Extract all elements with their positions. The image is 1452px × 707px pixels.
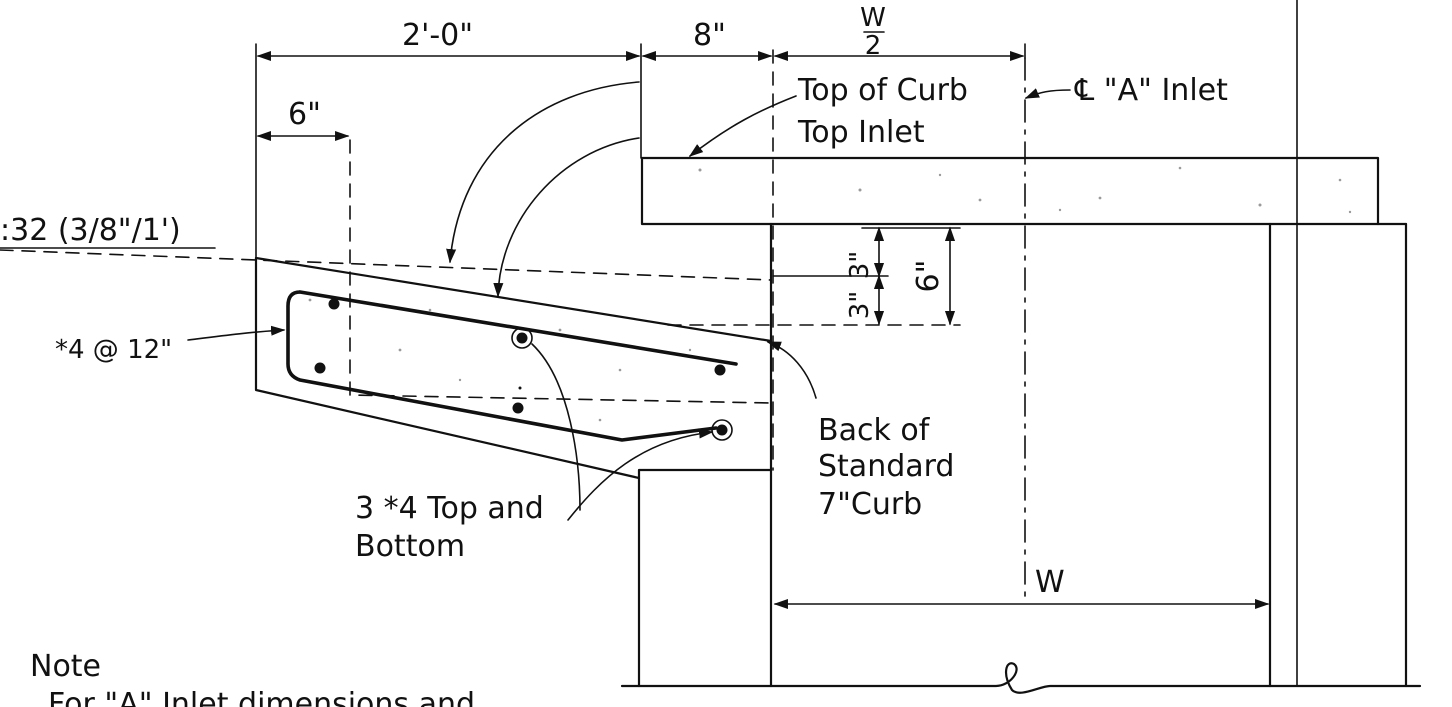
inlet-top-slab — [640, 156, 1408, 226]
top-bottom-bars-label-1: 3 *4 Top and — [355, 491, 544, 526]
back-of-curb-label-1: Back of — [818, 413, 931, 448]
dim-label-half-w-den: 2 — [865, 31, 882, 61]
inlet-walls — [637, 0, 1408, 688]
note-title: Note — [30, 649, 101, 684]
top-of-curb-label: Top of Curb — [797, 73, 968, 108]
dim-top-row — [255, 43, 1026, 259]
dim-label-8in: 8" — [693, 18, 726, 53]
concrete-texture — [308, 166, 1352, 422]
dim-vertical-3-3-6 — [772, 226, 961, 326]
dim-label-3in-lower: 3" — [845, 291, 875, 320]
note-text: For "A" Inlet dimensions and — [48, 687, 475, 707]
rebar-stirrup — [286, 290, 738, 442]
centerline-inlet-label: ℄ "A" Inlet — [1074, 73, 1228, 108]
top-inlet-label: Top Inlet — [797, 115, 925, 150]
dim-label-w: W — [1035, 565, 1065, 600]
back-of-curb-label-2: Standard — [818, 449, 954, 484]
sloped-slab-outline — [0, 139, 961, 480]
dim-label-3in-upper: 3" — [845, 251, 875, 280]
back-of-curb-label-3: 7"Curb — [818, 487, 922, 522]
dim-label-6in-right: 6" — [911, 260, 946, 293]
top-bottom-bars-label-2: Bottom — [355, 529, 465, 564]
dim-label-half-w-num: W — [860, 3, 886, 33]
bar-spacing-label: *4 @ 12" — [55, 335, 172, 365]
dim-label-6in: 6" — [288, 97, 321, 132]
break-line — [620, 662, 1422, 694]
slope-label: :32 (3/8"/1') — [0, 213, 181, 248]
leaders — [187, 81, 1071, 521]
rebar-dots — [314, 298, 733, 441]
dim-label-2ft: 2'-0" — [402, 18, 473, 53]
